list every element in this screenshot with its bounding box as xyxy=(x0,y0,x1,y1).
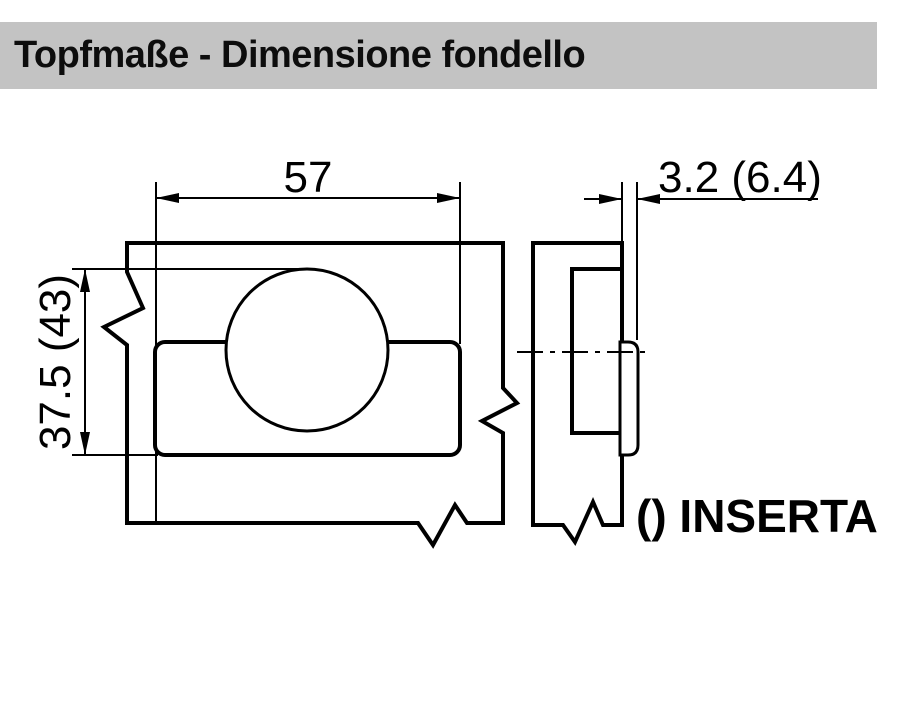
front-view xyxy=(72,182,521,549)
cup-flange xyxy=(618,340,640,457)
dimension-value-57: 57 xyxy=(284,153,333,202)
arrowhead-37-bottom xyxy=(80,432,90,455)
dimension-protrusion: 3.2 (6.4) xyxy=(584,153,822,340)
arrowhead-32-right xyxy=(637,194,660,204)
arrowhead-57-right xyxy=(437,193,460,203)
cup-hole-circle xyxy=(224,267,390,433)
dimension-cup-width: 57 xyxy=(156,153,460,203)
section-title: Topfmaße - Dimensione fondello xyxy=(14,34,586,76)
side-view xyxy=(517,241,647,547)
dimension-value-37: 37.5 (43) xyxy=(31,274,80,450)
dimension-value-32: 3.2 (6.4) xyxy=(658,153,822,202)
section-header-bar: Topfmaße - Dimensione fondello xyxy=(0,22,877,89)
side-view-panel xyxy=(531,241,624,547)
inserta-label: () INSERTA xyxy=(636,490,878,542)
arrowhead-32-left xyxy=(599,194,622,204)
dimension-cup-height: 37.5 (43) xyxy=(31,269,90,455)
front-view-panel xyxy=(100,241,521,549)
arrowhead-57-left xyxy=(156,193,179,203)
arrowhead-37-top xyxy=(80,269,90,292)
